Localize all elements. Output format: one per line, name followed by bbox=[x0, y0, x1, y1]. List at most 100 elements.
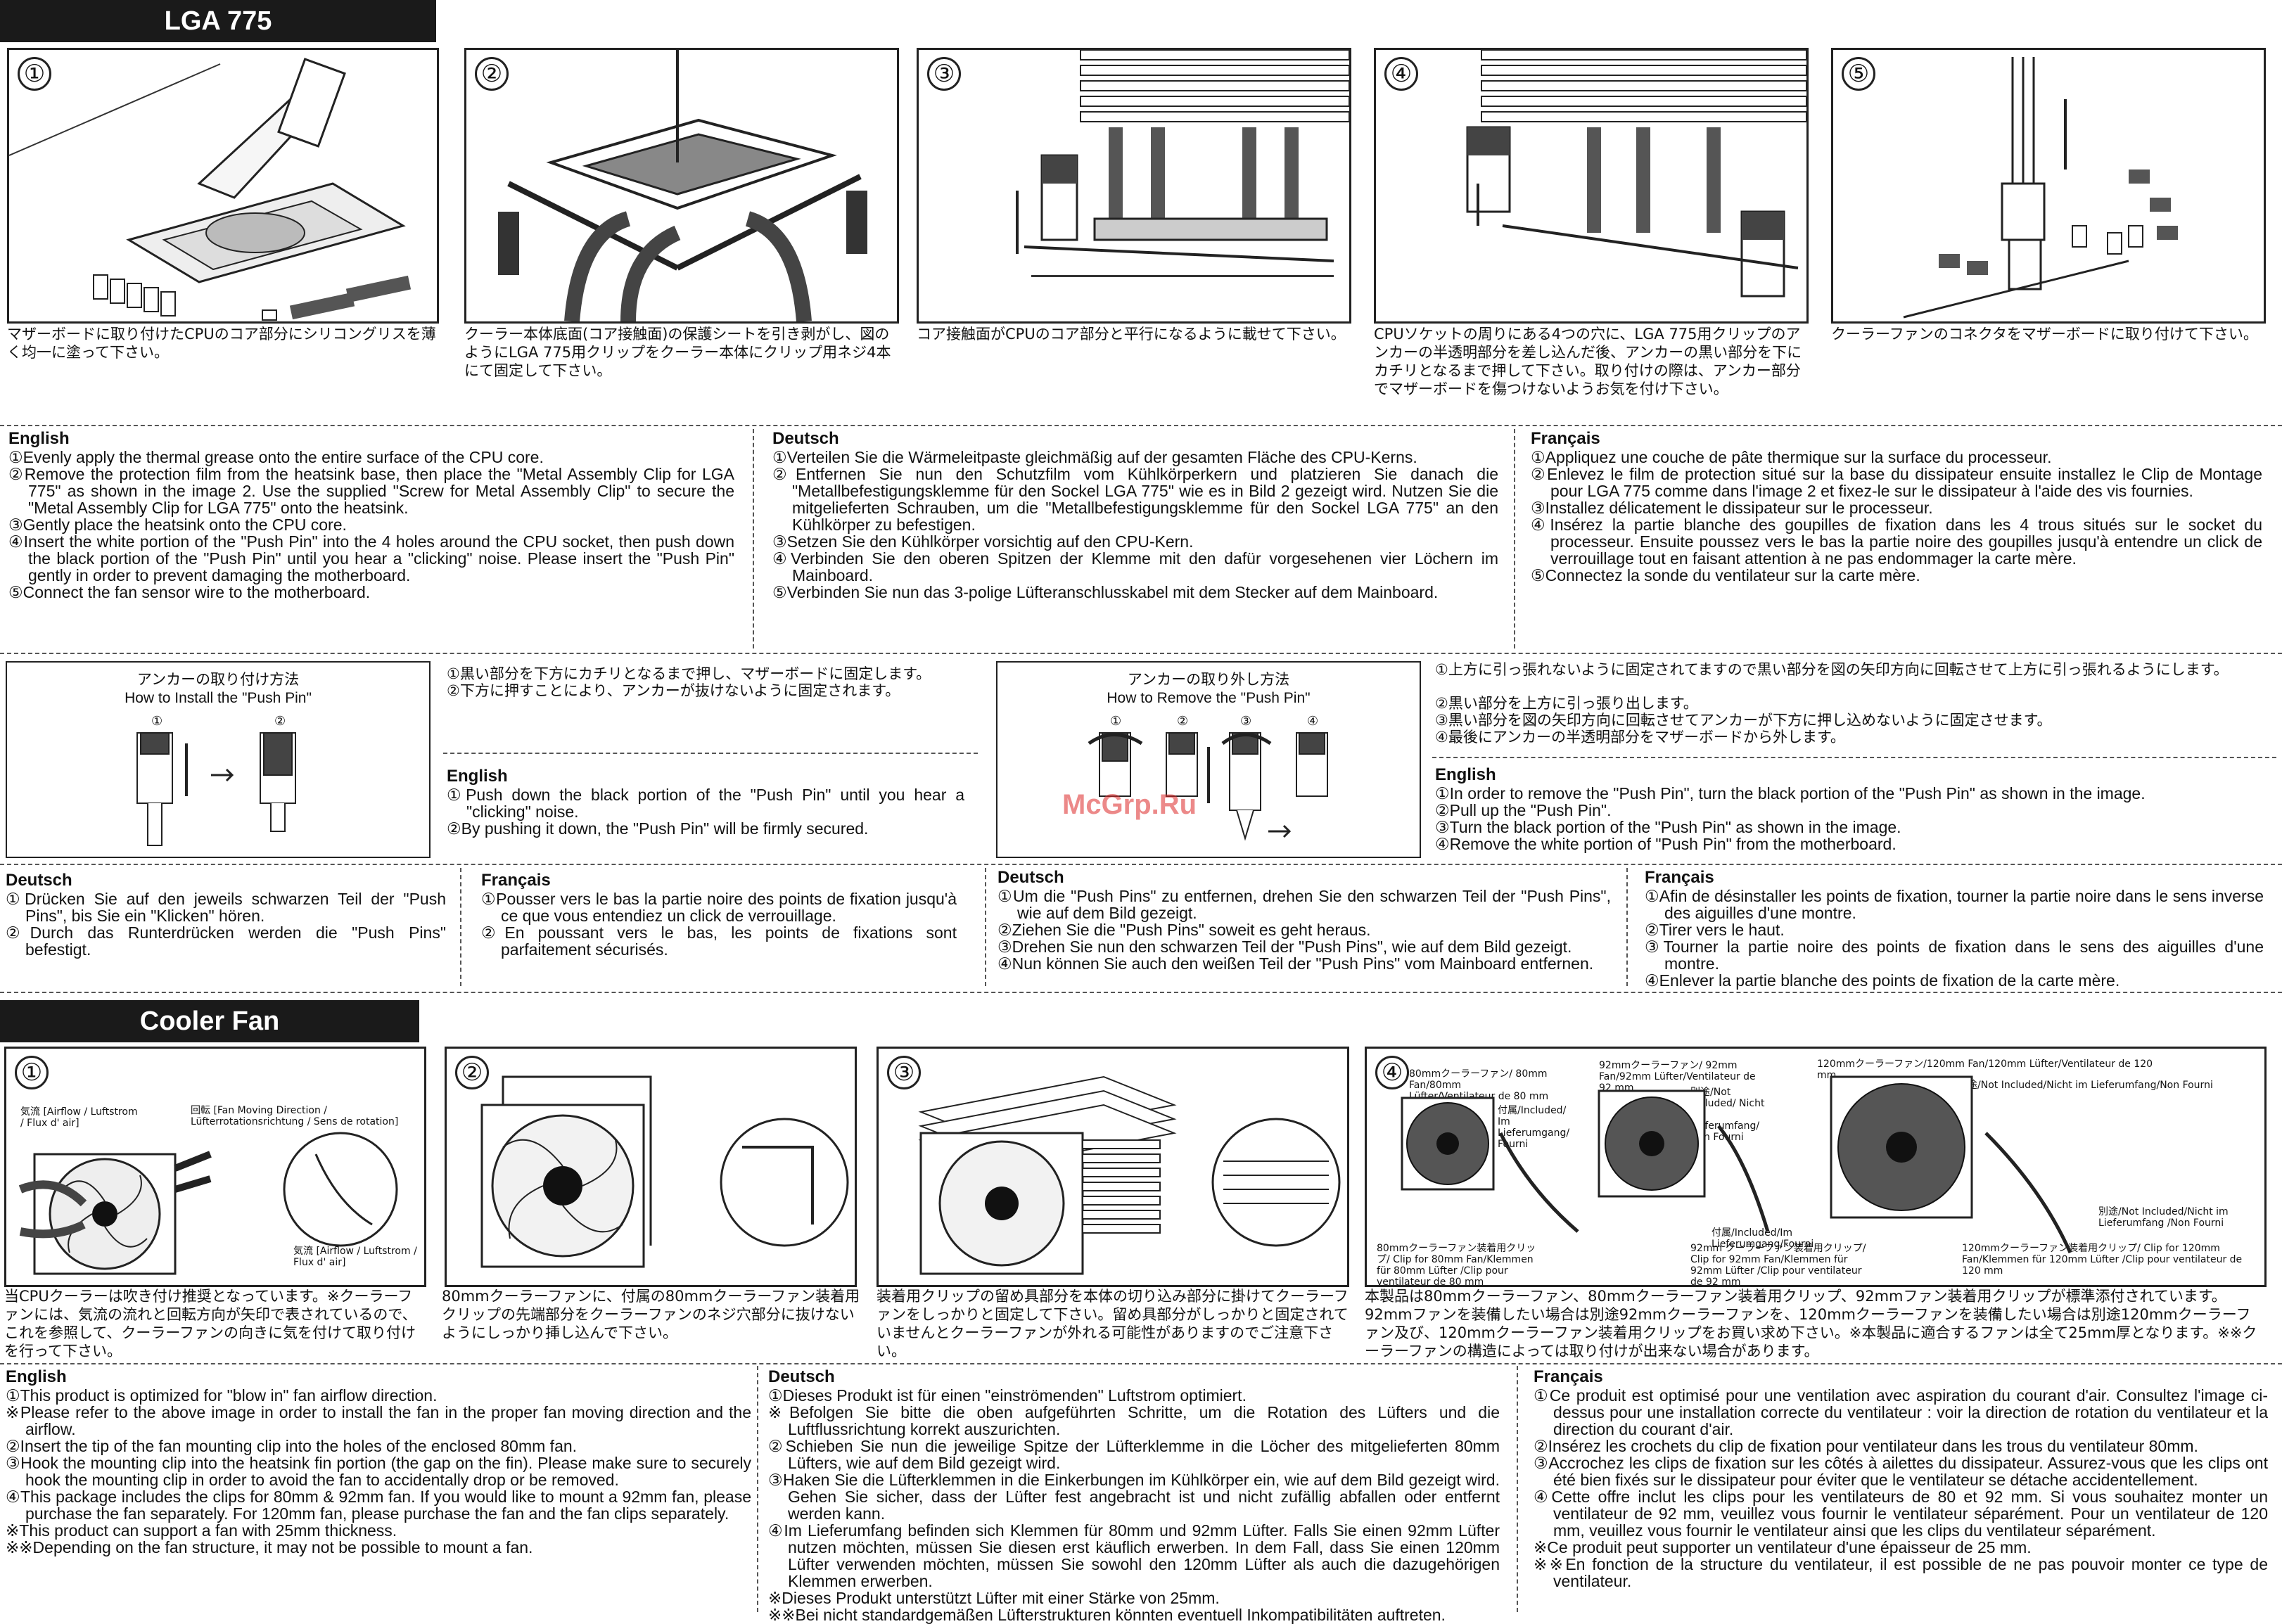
heading: English bbox=[6, 1367, 67, 1386]
remove-deutsch: Deutsch ①Um die "Push Pins" zu entfernen… bbox=[997, 868, 1611, 973]
list-item: ※Please refer to the above image in orde… bbox=[6, 1403, 751, 1438]
airflow-label-2: 気流 [Airflow / Luftstrom / Flux d' air] bbox=[293, 1246, 417, 1268]
install-pin-box: アンカーの取り付け方法 How to Install the "Push Pin… bbox=[6, 661, 431, 858]
list-item: ③Drehen Sie nun den schwarzen Teil der "… bbox=[997, 938, 1572, 956]
fan-120-label: 120mmクーラーファン/120mm Fan/120mm Lüfter/Vent… bbox=[1817, 1059, 2153, 1081]
list-item: ④Remove the white portion of "Push Pin" … bbox=[1435, 835, 1897, 853]
list-item: ※Ce produit peut supporter un ventilateu… bbox=[1534, 1538, 2032, 1556]
list-item: ①Appliquez une couche de pâte thermique … bbox=[1531, 448, 2052, 466]
remove-francais: Français ①Afin de désinstaller les point… bbox=[1645, 868, 2264, 990]
list-item: ②Tirer vers le haut. bbox=[1645, 921, 1785, 939]
lga-step-2-caption: クーラー本体底面(コア接触面)の保護シートを引き剥がし、図のようにLGA 775… bbox=[464, 326, 891, 379]
lga-step-4-caption: CPUソケットの周りにある4つの穴に、LGA 775用クリップのアンカーの半透明… bbox=[1374, 326, 1802, 397]
list-item: ①Um die "Push Pins" zu entfernen, drehen… bbox=[997, 887, 1611, 922]
heading: English bbox=[447, 767, 508, 786]
remove-title-jp: アンカーの取り外し方法 bbox=[1127, 671, 1290, 688]
list-item: ①Drücken Sie auf den jeweils schwarzen T… bbox=[6, 890, 446, 925]
step-number: ① bbox=[15, 1056, 49, 1089]
heading: Deutsch bbox=[768, 1367, 835, 1386]
section-divider bbox=[1432, 757, 2276, 758]
step-number: ② bbox=[455, 1056, 489, 1089]
clip-120-label: 120mmクーラーファン装着用クリップ/ Clip for 120mm Fan/… bbox=[1962, 1243, 2243, 1277]
rotation-label: 回転 [Fan Moving Direction / Lüfterrotatio… bbox=[191, 1105, 399, 1127]
fan-step-1-panel: ① 気流 [Airflow / Luftstrom / Flux d' air]… bbox=[4, 1047, 426, 1287]
section-divider bbox=[443, 753, 978, 754]
list-item: ④Verbinden Sie den oberen Spitzen der Kl… bbox=[772, 549, 1498, 584]
heading: Français bbox=[1645, 868, 1714, 887]
heading: English bbox=[8, 429, 70, 448]
list-item: ③Accrochez les clips de fixation sur les… bbox=[1534, 1454, 2268, 1489]
clip-92-included: 付属/Included/Im Lieferumgang/Fourni bbox=[1712, 1227, 1814, 1250]
fan-step-3-panel: ③ bbox=[877, 1047, 1349, 1287]
airflow-label: 気流 [Airflow / Luftstrom / Flux d' air] bbox=[20, 1106, 138, 1129]
cooler-fan-title: Cooler Fan bbox=[0, 1000, 419, 1042]
list-item: ※※En fonction de la structure du ventila… bbox=[1534, 1555, 2268, 1590]
list-item: ④Enlever la partie blanche des points de… bbox=[1645, 971, 2120, 990]
list-item: ④Cette offre inclut les clips pour les v… bbox=[1534, 1488, 2268, 1540]
step-number: ④ bbox=[1384, 57, 1418, 91]
clip-80-label: 80mmクーラーファン装着用クリップ/ Clip for 80mm Fan/Kl… bbox=[1377, 1243, 1536, 1287]
heading: Français bbox=[1531, 429, 1600, 448]
list-item: ②Entfernen Sie nun den Schutzfilm vom Kü… bbox=[772, 465, 1498, 534]
lga775-title: LGA 775 bbox=[0, 0, 436, 42]
lga-step-3-panel: ③ bbox=[917, 48, 1351, 324]
fan-deutsch: Deutsch ①Dieses Produkt ist für einen "e… bbox=[768, 1367, 1500, 1624]
heatsink-clip-illustration bbox=[498, 50, 867, 321]
fan-connector-illustration bbox=[1903, 57, 2178, 319]
list-item: ①Ce produit est optimisé pour une ventil… bbox=[1534, 1386, 2268, 1438]
list-item: ④Nun können Sie auch den weißen Teil der… bbox=[997, 954, 1594, 973]
column-divider bbox=[985, 868, 986, 986]
lga-step-3-caption: コア接触面がCPUのコア部分と平行になるように載せて下さい。 bbox=[917, 326, 1346, 343]
step-number: ② bbox=[475, 57, 509, 91]
install-english: English ①Push down the black portion of … bbox=[447, 767, 964, 838]
heading: Deutsch bbox=[997, 868, 1064, 887]
list-item: ③Haken Sie die Lüfterklemmen in die Eink… bbox=[768, 1471, 1500, 1523]
list-item: ②Schieben Sie nun die jeweilige Spitze d… bbox=[768, 1437, 1500, 1472]
lga-step-1-panel: ① bbox=[7, 48, 439, 324]
list-item: ①In order to remove the "Push Pin", turn… bbox=[1435, 784, 2146, 803]
lga-step-4-panel: ④ bbox=[1374, 48, 1809, 324]
list-item: ④Im Lieferumfang befinden sich Klemmen f… bbox=[768, 1521, 1500, 1590]
list-item: ③Turn the black portion of the "Push Pin… bbox=[1435, 818, 1901, 836]
heading: Français bbox=[481, 871, 551, 890]
fan-sizes-illustration bbox=[1401, 1075, 2072, 1254]
step-number: ③ bbox=[927, 57, 961, 91]
remove-pin-box: アンカーの取り外し方法 How to Remove the "Push Pin"… bbox=[996, 661, 1421, 858]
remove-jp-1: ①上方に引っ張れないように固定されてますので黒い部分を図の矢印方向に回転させて上… bbox=[1435, 661, 2229, 678]
list-item: ※※Depending on the fan structure, it may… bbox=[6, 1538, 533, 1556]
heading: English bbox=[1435, 765, 1496, 784]
list-item: ③Hook the mounting clip into the heatsin… bbox=[6, 1454, 751, 1489]
remove-english: English ①In order to remove the "Push Pi… bbox=[1435, 765, 2272, 853]
fan-step-4-panel: ④ 80mmクーラーファン/ 80mm Fan/80mm Lüfter/Vent… bbox=[1365, 1047, 2267, 1287]
list-item: ④This package includes the clips for 80m… bbox=[6, 1488, 751, 1523]
lga-step-5-panel: ⑤ bbox=[1831, 48, 2266, 324]
label: ① bbox=[151, 714, 163, 729]
step-number: ⑤ bbox=[1842, 57, 1875, 91]
lga-step-1-caption: マザーボードに取り付けたCPUのコア部分にシリコングリスを薄く均一に塗って下さい… bbox=[7, 326, 436, 361]
list-item: ⑤Connect the fan sensor wire to the moth… bbox=[8, 583, 371, 601]
lga-deutsch: Deutsch ①Verteilen Sie die Wärmeleitpast… bbox=[772, 430, 1498, 601]
fan-step-2-caption: 80mmクーラーファンに、付属の80mmクーラーファン装着用クリップの先端部分を… bbox=[442, 1288, 860, 1341]
list-item: ③Gently place the heatsink onto the CPU … bbox=[8, 516, 347, 534]
label: ② bbox=[274, 714, 286, 729]
cpu-grease-illustration bbox=[9, 58, 412, 321]
column-divider bbox=[1626, 868, 1628, 986]
column-divider bbox=[753, 429, 754, 648]
fan-airflow-illustration bbox=[18, 1132, 398, 1275]
install-title-en: How to Install the "Push Pin" bbox=[125, 690, 312, 706]
list-item: ②Remove the protection film from the hea… bbox=[8, 465, 734, 517]
install-title-jp: アンカーの取り付け方法 bbox=[136, 671, 300, 688]
list-item: ※Befolgen Sie bitte die oben aufgeführte… bbox=[768, 1403, 1500, 1438]
step-number: ③ bbox=[887, 1056, 921, 1089]
column-divider bbox=[757, 1366, 758, 1612]
label: ① bbox=[1110, 714, 1122, 729]
fan-step-1-caption: 当CPUクーラーは吹き付け推奨となっています。※クーラーファンには、気流の流れと… bbox=[4, 1288, 417, 1360]
list-item: ⑤Connectez la sonde du ventilateur sur l… bbox=[1531, 566, 1920, 584]
lga-francais: Français ①Appliquez une couche de pâte t… bbox=[1531, 430, 2262, 584]
clip-92-label: 92mm クーラーファン装着用クリップ/ Clip for 92mm Fan/K… bbox=[1690, 1243, 1866, 1287]
fan-step-2-panel: ② bbox=[445, 1047, 857, 1287]
list-item: ※This product can support a fan with 25m… bbox=[6, 1521, 397, 1540]
fan-francais: Français ①Ce produit est optimisé pour u… bbox=[1534, 1369, 2268, 1590]
lga-english: English ①Evenly apply the thermal grease… bbox=[8, 430, 734, 601]
list-item: ②Durch das Runterdrücken werden die "Pus… bbox=[6, 923, 446, 959]
